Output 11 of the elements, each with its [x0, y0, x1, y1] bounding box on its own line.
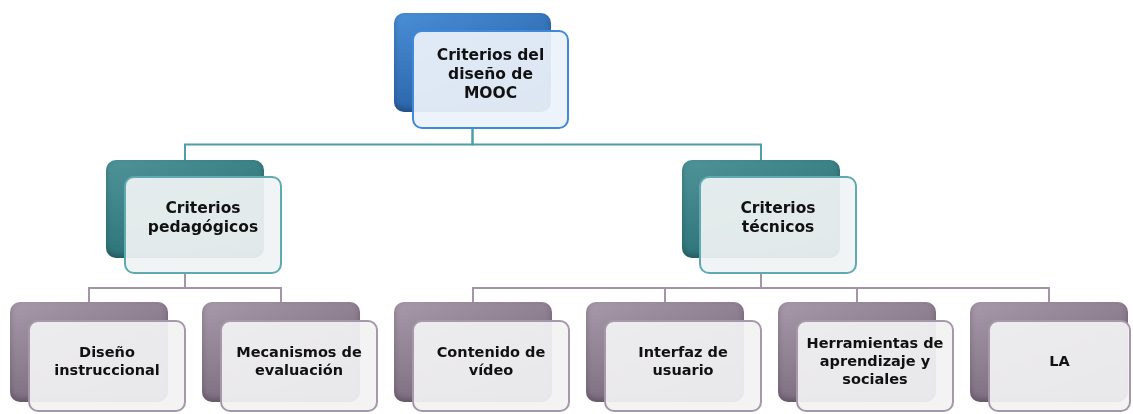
- node-label: Herramientas de aprendizaje y sociales: [805, 335, 945, 389]
- node-label: Criterios pedagógicos: [146, 199, 260, 237]
- node-label: Mecanismos de evaluación: [235, 344, 363, 380]
- node-label: Criterios del diseño de MOOC: [435, 46, 546, 103]
- node-label: Interfaz de usuario: [637, 344, 729, 380]
- node-label: LA: [1049, 353, 1070, 371]
- connector-line: [471, 128, 762, 161]
- node-label: Contenido de vídeo: [435, 344, 547, 380]
- connector-line: [760, 273, 1050, 303]
- node-label: Diseño instruccional: [53, 344, 161, 380]
- node-label: Criterios técnicos: [739, 199, 817, 237]
